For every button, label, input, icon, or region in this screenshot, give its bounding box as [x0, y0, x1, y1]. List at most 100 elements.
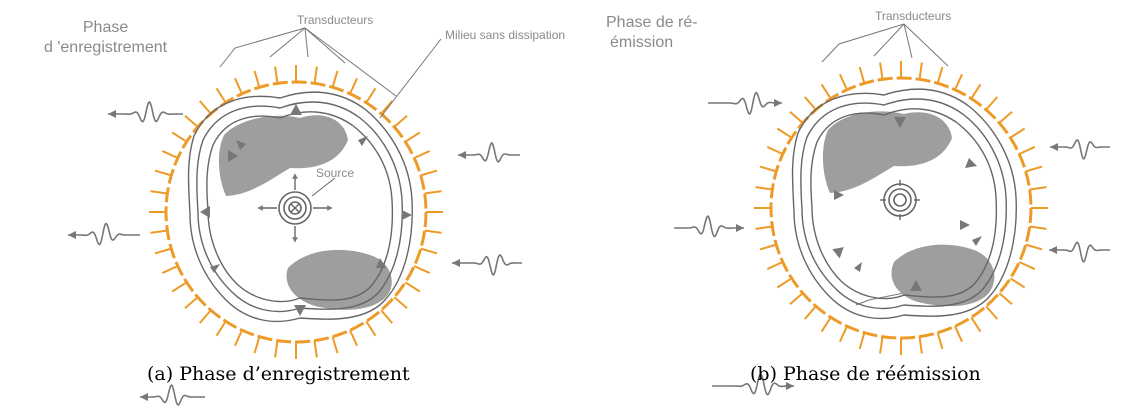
transducer — [789, 110, 804, 124]
transducer — [198, 100, 212, 115]
transducer — [879, 62, 884, 80]
arrowhead — [68, 231, 76, 239]
phase-title: Phase d 'enregistrement — [44, 18, 167, 58]
transducer — [424, 190, 442, 195]
transducer — [879, 336, 884, 354]
outgoing-wave-packets — [68, 101, 522, 406]
wavefronts — [791, 88, 1017, 320]
propagation-arrows — [200, 104, 412, 316]
transducer — [365, 87, 377, 104]
transducer — [365, 320, 377, 337]
transducer — [820, 83, 832, 100]
source-label: Source — [316, 166, 355, 180]
panel-reemission-phase: Phase de ré- émission Transducteurs (b) … — [564, 0, 1127, 414]
transducer — [424, 229, 442, 234]
panel-recording-phase: Phase d 'enregistrement Transducteurs Mi… — [0, 0, 566, 414]
transducer — [1009, 277, 1026, 289]
transducer — [998, 110, 1013, 124]
phase-title-line1: Phase — [82, 19, 129, 36]
transducer — [858, 66, 866, 84]
transducer — [776, 127, 793, 139]
arrowhead — [774, 99, 782, 107]
caption-a: (a) Phase d’enregistrement — [147, 363, 410, 385]
transducer — [234, 329, 243, 347]
transducer — [1018, 146, 1036, 155]
wave-arrow-icon — [452, 254, 522, 276]
transducer — [150, 229, 168, 234]
transducer — [970, 83, 982, 100]
gray-region-top — [218, 115, 348, 196]
transducer — [420, 247, 438, 255]
wave-arrow-icon — [708, 91, 782, 115]
transducer — [858, 332, 866, 350]
transducer — [380, 309, 394, 324]
transducer — [161, 150, 179, 159]
transducer — [413, 150, 431, 159]
transducer — [755, 225, 773, 230]
transducer — [985, 96, 999, 111]
transducer — [755, 186, 773, 191]
wave-line — [140, 384, 205, 406]
transducer — [380, 100, 394, 115]
transducer — [1009, 127, 1026, 139]
phase-title-line2: d 'enregistrement — [44, 39, 168, 56]
transducer — [253, 336, 261, 354]
wave-arrow-icon — [1050, 139, 1110, 160]
transducer — [331, 70, 339, 88]
wave-line — [708, 91, 782, 115]
transducer — [184, 114, 199, 128]
transducer — [393, 114, 408, 128]
transducer — [215, 320, 227, 337]
transducer — [393, 296, 408, 310]
transducer — [404, 131, 421, 143]
gray-region-bottom — [286, 249, 392, 310]
wave-arrow-icon — [458, 142, 520, 163]
transducers-leader-lines — [219, 27, 442, 119]
transducer — [274, 340, 279, 358]
transducer — [349, 329, 358, 347]
wave-arrow-icon — [712, 373, 794, 396]
gray-region-top — [822, 111, 952, 193]
wave-line — [712, 373, 794, 396]
reemission-diagram — [674, 23, 1110, 396]
transducer — [253, 70, 261, 88]
transducer-ring — [754, 61, 1048, 355]
transducer — [766, 146, 784, 155]
caption-b: (b) Phase de réémission — [750, 363, 981, 385]
transducer — [313, 340, 318, 358]
arrowhead — [1050, 143, 1058, 151]
transducer — [234, 77, 243, 95]
transducer — [759, 243, 777, 251]
phase-title-line1: Phase de ré- — [606, 14, 698, 31]
transducer — [171, 131, 188, 143]
transducer — [803, 96, 817, 111]
arrowhead — [786, 382, 794, 390]
transducer — [413, 265, 431, 274]
phase-title: Phase de ré- émission — [606, 13, 698, 53]
medium-label: Milieu sans dissipation — [445, 28, 566, 42]
wave-arrow-icon — [68, 222, 140, 246]
transducer — [759, 165, 777, 173]
transducer — [1018, 261, 1036, 270]
wave-line — [674, 215, 744, 238]
transducer — [803, 305, 817, 320]
transducer — [154, 169, 172, 177]
transducer — [936, 332, 944, 350]
transducer — [839, 325, 848, 343]
wavefronts — [187, 91, 413, 323]
arrowhead — [108, 110, 116, 118]
wave-arrow-icon — [1049, 241, 1110, 263]
transducer — [161, 265, 179, 274]
transducer — [1025, 165, 1043, 173]
wave-line — [68, 222, 140, 246]
phase-title-line2: émission — [610, 34, 674, 51]
transducer — [789, 292, 804, 306]
transducer — [936, 66, 944, 84]
transducer — [313, 66, 318, 84]
arrowhead — [452, 259, 460, 267]
transducer — [154, 247, 172, 255]
transducer — [970, 316, 982, 333]
wave-arrow-icon — [674, 215, 744, 238]
transducer — [420, 169, 438, 177]
